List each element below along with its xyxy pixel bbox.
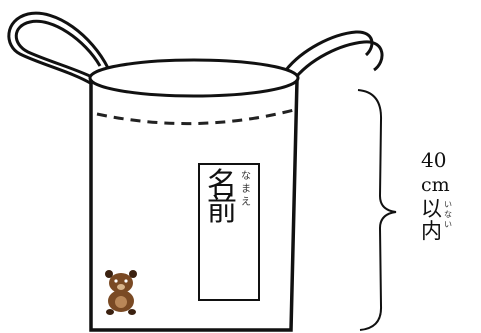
- measurement-ruby-1: い: [444, 200, 452, 209]
- name-kanji-2: 前: [207, 193, 237, 228]
- measurement-number: 40: [421, 148, 447, 172]
- name-ruby-1: な: [241, 171, 251, 182]
- measurement-kanji-1: 以: [421, 197, 442, 221]
- name-kanji-1: 名: [207, 167, 237, 202]
- bear-icon: [105, 270, 137, 315]
- right-handle: [284, 30, 384, 83]
- left-handle: [7, 11, 110, 86]
- measurement-unit: cm: [421, 174, 450, 196]
- name-ruby-3: え: [241, 197, 251, 208]
- measurement-ruby: い な い: [444, 200, 452, 230]
- name-ruby: な ま え: [241, 170, 251, 209]
- bag-opening: [88, 58, 300, 98]
- name-tag-box: [198, 163, 260, 301]
- drawstring-dashed-line: [96, 108, 295, 126]
- measurement-ruby-3: い: [444, 220, 452, 229]
- bag-body: [89, 79, 299, 332]
- name-ruby-2: ま: [241, 184, 251, 195]
- measurement-kanji-2: 内: [421, 219, 442, 243]
- measurement-ruby-2: な: [444, 210, 452, 219]
- height-bracket: [357, 89, 397, 331]
